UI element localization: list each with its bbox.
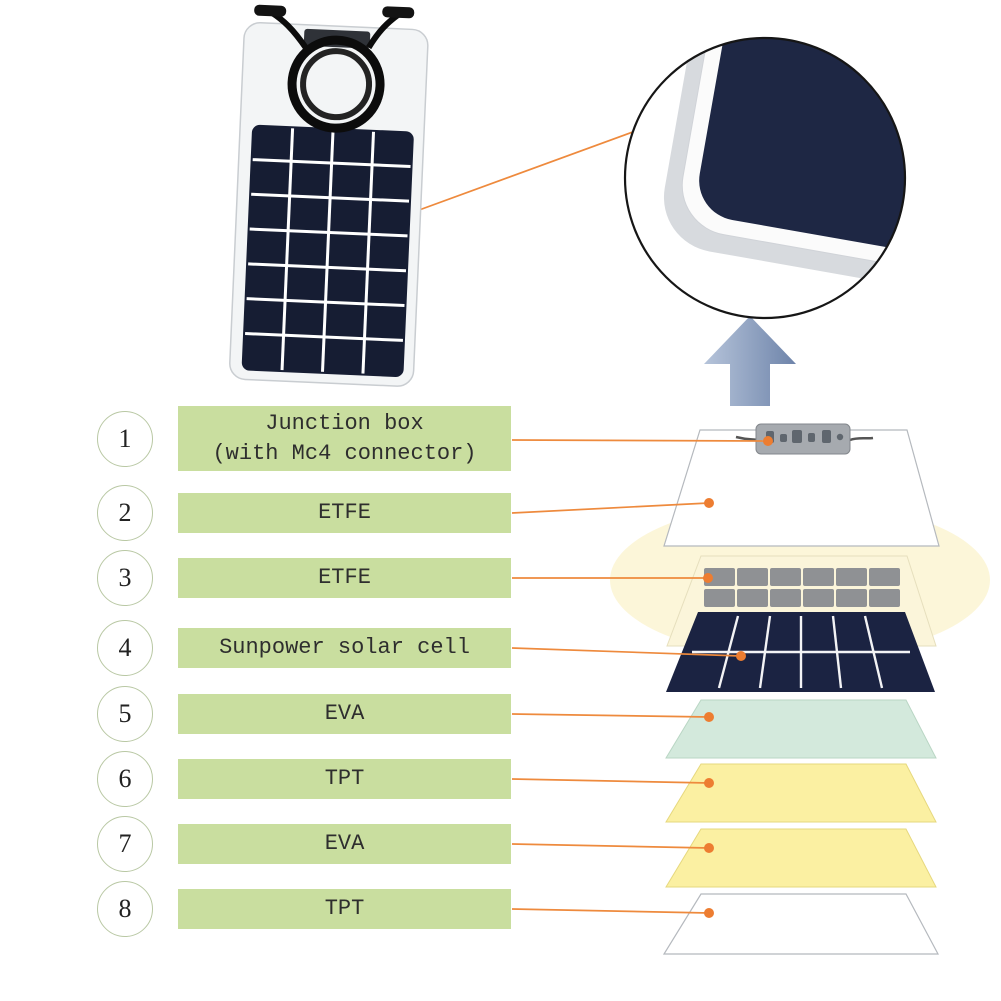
cell-grid-gray — [704, 568, 900, 607]
layer-sheet-bottom — [662, 893, 939, 955]
mc4-connector-right — [382, 6, 415, 19]
layer-label-1: Junction box (with Mc4 connector) — [178, 406, 511, 471]
layer-eva-mint — [665, 699, 937, 759]
layer-label-5: EVA — [178, 694, 511, 734]
up-arrow-icon — [704, 316, 796, 406]
layer-stack — [662, 423, 940, 955]
junction-box — [735, 423, 874, 455]
layer-label-4: Sunpower solar cell — [178, 628, 511, 668]
step-number-3: 3 — [97, 550, 153, 606]
connector-row-7 — [511, 843, 710, 849]
step-number-4: 4 — [97, 620, 153, 676]
connector-row-6 — [511, 778, 710, 784]
layer-eva-yellow — [665, 828, 937, 888]
connector-row-4 — [511, 647, 742, 657]
zoom-panel-corner — [699, 38, 905, 287]
zoom-connector-line — [399, 128, 642, 218]
magnifier-outline — [623, 36, 907, 320]
connector-row-1 — [511, 439, 769, 442]
layer-label-6: TPT — [178, 759, 511, 799]
layer-label-3: ETFE — [178, 558, 511, 598]
connector-row-2 — [511, 502, 710, 514]
connector-lines — [399, 128, 769, 914]
connector-row-5 — [511, 713, 710, 718]
layer-tpt-yellow — [665, 763, 937, 823]
step-number-5: 5 — [97, 686, 153, 742]
panel-junction-box-and-cable — [254, 4, 415, 133]
layer-solar-cells — [666, 612, 935, 692]
step-number-1: 1 — [97, 411, 153, 467]
layer-label-7: EVA — [178, 824, 511, 864]
panel-cell-grid — [245, 128, 411, 374]
layer-sheet-top — [663, 423, 940, 547]
mc4-connector-left — [254, 4, 287, 17]
connector-row-8 — [511, 908, 710, 914]
step-number-8: 8 — [97, 881, 153, 937]
step-number-6: 6 — [97, 751, 153, 807]
step-number-2: 2 — [97, 485, 153, 541]
layer-label-8: TPT — [178, 889, 511, 929]
step-number-7: 7 — [97, 816, 153, 872]
solar-panel-photo — [229, 4, 429, 387]
magnifier-view — [623, 36, 907, 320]
solar-cell-grid — [692, 615, 910, 689]
layer-label-2: ETFE — [178, 493, 511, 533]
